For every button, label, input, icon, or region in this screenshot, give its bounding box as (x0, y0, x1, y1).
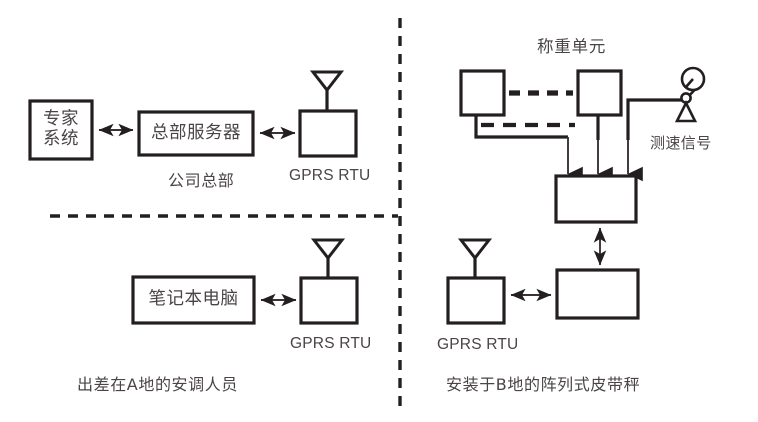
weighing-unit-box-right[interactable] (576, 69, 623, 117)
hq-server-box[interactable] (137, 110, 255, 157)
weighing-unit-box-left[interactable] (459, 69, 506, 117)
laptop-box[interactable] (131, 275, 256, 325)
gprs-rtu-site-box[interactable] (446, 276, 506, 325)
weighing-unit-title: 称重单元 (537, 37, 607, 56)
left-bottom-caption: 出差在A地的安调人员 (77, 375, 238, 394)
right-caption: 安装于B地的阵列式皮带秤 (446, 375, 641, 394)
antenna-icon-site (457, 238, 493, 261)
signal-path-left-unit (474, 115, 568, 139)
gprs-rtu-site-label: GPRS RTU (437, 336, 519, 353)
processor-box[interactable] (555, 268, 640, 320)
antenna-icon-hq (309, 70, 345, 93)
gprs-rtu-hq-box[interactable] (298, 109, 358, 158)
gprs-rtu-hq-label: GPRS RTU (289, 167, 371, 184)
gprs-rtu-field-box[interactable] (299, 276, 359, 325)
signal-path-speed-sensor (626, 98, 686, 140)
antenna-icon-field (310, 238, 346, 261)
controller-box[interactable] (554, 174, 638, 224)
hq-caption: 公司总部 (168, 171, 235, 190)
speed-sensor-base-icon (674, 100, 698, 123)
gprs-rtu-field-label: GPRS RTU (290, 335, 372, 352)
expert-system-box[interactable] (28, 99, 94, 161)
speed-signal-label: 测速信号 (650, 134, 712, 152)
speed-sensor-spoke (685, 78, 694, 88)
